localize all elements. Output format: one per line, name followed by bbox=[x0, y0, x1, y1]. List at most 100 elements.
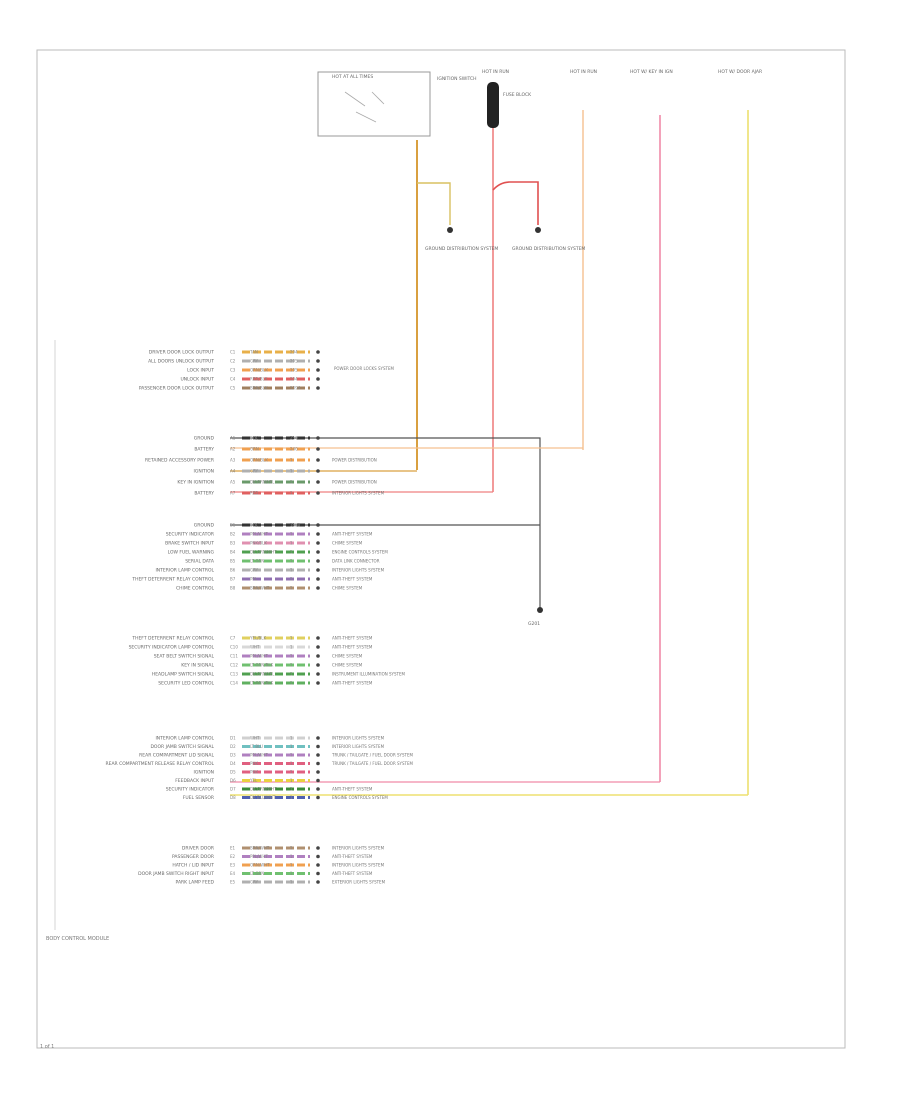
wire-color-code: BLK bbox=[250, 435, 258, 440]
circuit-number: 1 bbox=[290, 854, 293, 859]
circuit-number: 1850 bbox=[290, 522, 301, 527]
wire-color-code: DK GRN/YEL bbox=[250, 671, 275, 676]
pin-label: SECURITY INDICATOR LAMP CONTROL bbox=[129, 645, 215, 651]
circuit-number: 1 bbox=[290, 680, 293, 685]
circuit-number: 1 bbox=[290, 662, 293, 667]
destination-system: ENGINE CONTROLS SYSTEM bbox=[332, 795, 388, 800]
ground-label: G201 bbox=[528, 621, 540, 627]
circuit-number: 1 bbox=[290, 585, 293, 590]
destination-system: INTERIOR LIGHTS SYSTEM bbox=[332, 862, 385, 867]
terminal-dot bbox=[316, 663, 320, 667]
destination-system: ANTI-THEFT SYSTEM bbox=[332, 635, 373, 640]
circuit-number: 1 bbox=[290, 761, 293, 766]
terminal-dot bbox=[316, 770, 320, 774]
circuit-number: 1 bbox=[290, 576, 293, 581]
wire-color-code: LT BLU bbox=[250, 744, 263, 749]
circuit-number: 1 bbox=[290, 549, 293, 554]
terminal-dot bbox=[316, 359, 320, 363]
circuit-number: 1 bbox=[290, 531, 293, 536]
pin-id: D1 bbox=[230, 736, 236, 741]
pin-id: C3 bbox=[230, 368, 236, 373]
wire-color-code: LT GRN/BLK bbox=[250, 662, 274, 667]
wire-color-code: PPL/WHT bbox=[250, 653, 268, 658]
circuit-number: 1 bbox=[290, 468, 293, 473]
pin-label: LOCK INPUT bbox=[187, 368, 214, 374]
pin-label: GROUND bbox=[194, 523, 215, 529]
destination-system: CHIME SYSTEM bbox=[332, 653, 363, 658]
pin-id: D2 bbox=[230, 744, 236, 749]
pin-id: D3 bbox=[230, 753, 236, 758]
pin-id: B2 bbox=[230, 532, 236, 537]
circuit-number: 295 bbox=[290, 358, 298, 363]
destination-system: INTERIOR LIGHTS SYSTEM bbox=[332, 567, 385, 572]
destination-system: ENGINE CONTROLS SYSTEM bbox=[332, 549, 388, 554]
pin-label: SERIAL DATA bbox=[185, 559, 215, 565]
wire-color-code: ORN bbox=[250, 446, 259, 451]
circuit-number: 1394 bbox=[290, 385, 301, 390]
wire-color-code: PNK bbox=[250, 769, 258, 774]
circuit-number: 1 bbox=[290, 769, 293, 774]
pin-id: A4 bbox=[230, 469, 236, 474]
pin-label: THEFT DETERRENT RELAY CONTROL bbox=[131, 577, 214, 583]
terminal-dot bbox=[316, 672, 320, 676]
module-name: BODY CONTROL MODULE bbox=[46, 936, 109, 942]
terminal-dot bbox=[316, 761, 320, 766]
wire-color-code: DK GRN/WHT bbox=[250, 549, 277, 554]
pin-id: C5 bbox=[230, 386, 236, 391]
pin-id: E3 bbox=[230, 863, 236, 868]
pin-label: BATTERY bbox=[194, 491, 214, 497]
terminal-dot bbox=[316, 645, 320, 649]
terminal-dot bbox=[316, 368, 320, 372]
pin-label: REAR COMPARTMENT LID SIGNAL bbox=[139, 753, 214, 759]
wire-color-code: PPL/WHT bbox=[250, 752, 268, 757]
destination-system: ANTI-THEFT SYSTEM bbox=[332, 680, 373, 685]
pin-id: D5 bbox=[230, 770, 236, 775]
terminal-dot bbox=[316, 458, 320, 462]
destination-system: INSTRUMENT ILLUMINATION SYSTEM bbox=[332, 671, 405, 676]
destination-system: ANTI-THEFT SYSTEM bbox=[332, 871, 373, 876]
wire-color-code: GRY bbox=[250, 358, 259, 363]
wire-color-code: YEL/BLK bbox=[249, 635, 267, 640]
pin-id: E1 bbox=[230, 846, 236, 851]
pin-id: C10 bbox=[230, 645, 238, 650]
destination-system: ANTI-THEFT SYSTEM bbox=[332, 531, 373, 536]
pin-label: PASSENGER DOOR LOCK OUTPUT bbox=[139, 386, 214, 392]
pin-label: SECURITY LED CONTROL bbox=[158, 681, 214, 687]
pin-label: IGNITION bbox=[194, 770, 215, 776]
circuit-number: 1 bbox=[290, 457, 293, 462]
wire-color-code: WHT bbox=[250, 735, 260, 740]
wire-color-code: RED/BLK bbox=[250, 376, 268, 381]
destination-system: INTERIOR LIGHTS SYSTEM bbox=[332, 490, 385, 495]
destination-system: DATA LINK CONNECTOR bbox=[332, 558, 380, 563]
destination-system: TRUNK / TAILGATE / FUEL DOOR SYSTEM bbox=[331, 752, 413, 757]
pin-label: CHIME CONTROL bbox=[176, 586, 214, 592]
terminal-dot bbox=[316, 523, 320, 527]
terminal-dot bbox=[316, 654, 320, 658]
wire-color-code: GRY bbox=[250, 879, 259, 884]
fuse-block-hot-label: HOT IN RUN bbox=[482, 69, 509, 75]
destination-system: EXTERIOR LIGHTS SYSTEM bbox=[332, 879, 386, 884]
destination-system: TRUNK / TAILGATE / FUEL DOOR SYSTEM bbox=[331, 761, 413, 766]
destination-system: ANTI-THEFT SYSTEM bbox=[332, 576, 373, 581]
pin-label: HEADLAMP SWITCH SIGNAL bbox=[152, 672, 215, 678]
pin-id: A1 bbox=[230, 436, 236, 441]
pin-label: REAR COMPARTMENT RELEASE RELAY CONTROL bbox=[106, 761, 215, 767]
pin-label: SECURITY INDICATOR bbox=[166, 532, 214, 538]
ground-distribution-1: GROUND DISTRIBUTION SYSTEM bbox=[425, 246, 498, 252]
destination-system: INTERIOR LIGHTS SYSTEM bbox=[332, 744, 385, 749]
pin-id: B8 bbox=[230, 586, 236, 591]
pin-label: SECURITY INDICATOR bbox=[166, 787, 214, 793]
terminal-dot bbox=[316, 871, 320, 876]
terminal-dot bbox=[316, 586, 320, 590]
destination-system: CHIME SYSTEM bbox=[332, 585, 363, 590]
terminal-dot bbox=[316, 386, 320, 390]
circuit-number: 1 bbox=[290, 644, 293, 649]
pin-id: E5 bbox=[230, 880, 236, 885]
pin-id: C7 bbox=[230, 636, 236, 641]
pin-label: THEFT DETERRENT RELAY CONTROL bbox=[131, 636, 214, 642]
pin-id: C11 bbox=[230, 654, 238, 659]
wire-color-code: GRY bbox=[250, 468, 259, 473]
destination-system: POWER DISTRIBUTION bbox=[332, 479, 377, 484]
wire-ground-branch-1 bbox=[417, 182, 451, 225]
